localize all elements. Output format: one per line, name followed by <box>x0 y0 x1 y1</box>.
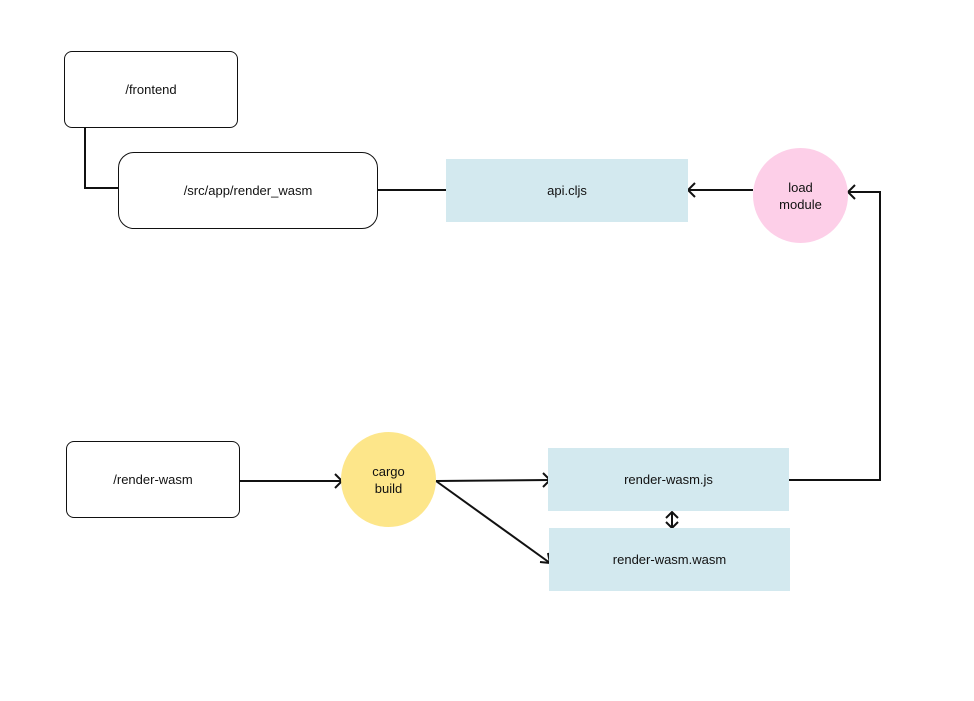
render-wasm-wasm-label: render-wasm.wasm <box>612 552 727 567</box>
api-cljs-label: api.cljs <box>547 183 587 198</box>
js-wasm-arrowhead-up <box>665 510 679 519</box>
cargo-build-label-line2: build <box>374 480 403 496</box>
cargo-to-wasm-arrow <box>435 480 551 564</box>
render-wasm-dir-label: /src/app/render_wasm <box>183 183 313 198</box>
frontend-node: /frontend <box>64 51 238 128</box>
load-module-to-api-arrowhead <box>686 182 696 198</box>
tree-connector <box>84 128 119 189</box>
api-cljs-node: api.cljs <box>446 159 688 222</box>
render-wasm-wasm-node: render-wasm.wasm <box>549 528 790 591</box>
load-module-label-line1: load <box>788 179 813 195</box>
load-module-label-line2: module <box>779 196 822 212</box>
js-to-load-module-arrow <box>786 191 881 481</box>
render-wasm-src-node: /render-wasm <box>66 441 240 518</box>
js-to-load-module-arrowhead <box>846 184 856 200</box>
frontend-label: /frontend <box>125 82 177 97</box>
render-wasm-js-node: render-wasm.js <box>548 448 789 511</box>
cargo-build-label-line1: cargo <box>372 463 405 479</box>
cargo-to-js-arrow <box>435 479 551 482</box>
render-wasm-src-label: /render-wasm <box>113 472 193 487</box>
cargo-build-node: cargo build <box>341 432 436 527</box>
load-module-node: load module <box>753 148 848 243</box>
render-wasm-dir-node: /src/app/render_wasm <box>118 152 378 229</box>
render-wasm-js-label: render-wasm.js <box>624 472 713 487</box>
